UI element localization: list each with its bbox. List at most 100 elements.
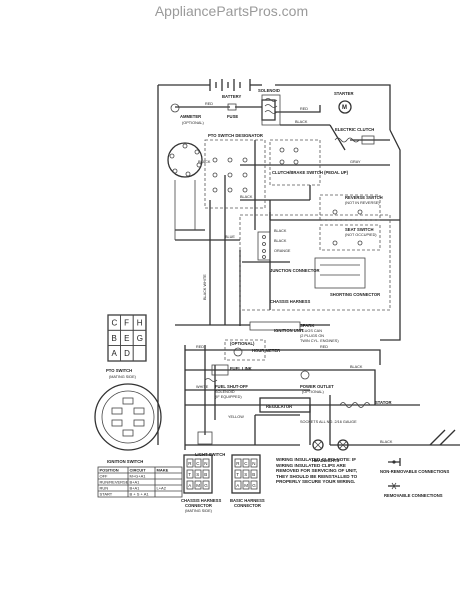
wire-label-red-2: RED — [196, 345, 204, 349]
connector-pin-letter: G — [252, 483, 256, 488]
starter: M STARTER — [334, 91, 353, 114]
connector-pin-letter: M — [196, 483, 200, 488]
power-outlet: POWER OUTLET (OPTIONAL) — [300, 370, 334, 394]
hour-meter-label: HOUR METER — [252, 348, 280, 353]
starter-label: STARTER — [334, 91, 353, 96]
fuel-link-label: FUEL LINK — [230, 366, 252, 371]
site-header: AppliancePartsPros.com — [154, 3, 309, 19]
stator-label: STATOR — [375, 400, 392, 405]
connector-pin — [250, 469, 258, 479]
clutch-brake-switch: CLUTCH/BRAKE SWITCH (PEDAL UP) — [269, 139, 349, 186]
ignition-table-cell: RUN/REVERSE — [100, 480, 129, 485]
pto-grid-letter: A — [112, 349, 118, 358]
wire-label-black-1: BLACK — [295, 120, 308, 124]
pto-grid-letter: C — [112, 319, 118, 328]
pto-grid-cell — [132, 345, 147, 362]
connector-pin-letter: C — [244, 461, 248, 466]
electric-clutch: ELECTRIC CLUTCH — [334, 127, 375, 145]
wire-label-black-4: BLACK — [274, 229, 287, 233]
seat-switch-sub: (NOT OCCUPIED) — [345, 233, 377, 237]
connector-pin-letter: B — [252, 472, 255, 477]
connector-pin — [194, 469, 202, 479]
chassis-conn-label-3: (MATING SIDE) — [185, 509, 213, 513]
ignition-table-frame — [97, 466, 183, 498]
basic-conn-label-2: CONNECTOR — [234, 503, 261, 508]
solenoid: SOLENOID — [258, 88, 281, 126]
ignition-table-cell: OFF — [100, 474, 109, 479]
hour-meter-optional: (OPTIONAL) — [230, 341, 255, 346]
ignition-table-cell: RUN — [100, 486, 109, 491]
hour-meter: (OPTIONAL) HOUR METER — [224, 339, 280, 361]
connector-pin-letter: B — [204, 472, 207, 477]
seat-switch: SEAT SWITCH (NOT OCCUPIED) — [319, 224, 381, 251]
ignition-switch-label: IGNITION SWITCH — [107, 459, 143, 464]
power-outlet-label-2: (OPTIONAL) — [302, 390, 324, 394]
connector-pin — [242, 469, 250, 479]
solenoid-label: SOLENOID — [258, 88, 280, 93]
connector-pin-letter: T — [188, 472, 191, 477]
connector-pin-letter: M — [244, 483, 248, 488]
clutch-brake-label: CLUTCH/BRAKE SWITCH (PEDAL UP) — [272, 170, 349, 175]
ignition-table-cell: L+A2 — [157, 486, 167, 491]
chassis-conn-label-1: CHASSIS HARNESS — [181, 498, 221, 503]
pto-grid-letter: E — [124, 334, 129, 343]
seat-switch-label: SEAT SWITCH — [345, 227, 374, 232]
pto-switch-sub: (MATING SIDE) — [109, 375, 137, 379]
ignition-unit-label: IGNITION UNIT — [274, 328, 304, 333]
ignition-table-cell: B + S + A1 — [130, 492, 150, 497]
connector-pin-letter: R — [188, 461, 192, 466]
pto-designator-label: PTO SWITCH DESIGNATOR — [208, 133, 263, 138]
ignition-table-cell: START — [100, 492, 113, 497]
fuel-shutoff-label-3: (IF EQUIPPED) — [215, 395, 242, 399]
connector-pin — [186, 458, 194, 468]
connector-pin — [242, 458, 250, 468]
battery-label: BATTERY — [222, 94, 242, 99]
battery: BATTERY — [209, 79, 251, 99]
chassis-harness-label: CHASSIS HARNESS — [270, 299, 310, 304]
pto-grid-letter: D — [124, 349, 130, 358]
spark-label-3: (2 PLUGS ON — [300, 334, 324, 338]
svg-text:M: M — [342, 105, 347, 111]
stator: STATOR SOCKETS ALL NO. 2/16 GAUGE — [300, 400, 392, 424]
shorting-connector-label: SHORTING CONNECTOR — [330, 292, 380, 297]
reverse-switch-sub: (NOT IN REVERSE) — [345, 201, 380, 205]
ignition-table-header: POSITION — [100, 468, 119, 473]
ignition-unit: IGNITION UNIT SPARK PLUGS CAN (2 PLUGS O… — [249, 321, 339, 343]
connector-pin-letter: T — [236, 472, 239, 477]
connector-pin — [194, 480, 202, 490]
ammeter: AMMETER (OPTIONAL) — [170, 103, 204, 125]
connector-pin — [234, 469, 242, 479]
wire-label-gray: GRAY — [350, 160, 361, 164]
ammeter-optional: (OPTIONAL) — [182, 121, 204, 125]
ignition-table-cell: M+G+A1 — [130, 474, 147, 479]
connector-pin — [234, 480, 242, 490]
connector-pin — [202, 480, 210, 490]
regulator: REGULATOR — [259, 397, 311, 413]
connector-pin — [242, 480, 250, 490]
headlights-label: HEADLIGHTS — [312, 458, 339, 463]
legend-non-removable: NON-REMOVABLE CONNECTIONS — [380, 469, 449, 474]
connector-pin-letter: S — [196, 472, 199, 477]
connection-legend: NON-REMOVABLE CONNECTIONS REMOVABLE CONN… — [380, 458, 449, 498]
wire-label-black-7: BLACK — [380, 440, 393, 444]
power-outlet-label-1: POWER OUTLET — [300, 384, 334, 389]
reverse-switch: REVERSE SWITCH (NOT IN REVERSE) — [319, 194, 383, 221]
ignition-table-header: CIRCUIT — [130, 468, 147, 473]
ignition-switch-graphic — [94, 383, 162, 451]
fuel-shutoff: FUEL LINK FUEL SHUT-OFF SOLENOID (IF EQU… — [204, 364, 252, 399]
regulator-label: REGULATOR — [266, 404, 292, 409]
connector-pin-letter: N — [204, 461, 207, 466]
connector-pin — [202, 469, 210, 479]
wire-label-white: WHITE — [196, 385, 209, 389]
connector-pin-letter: A — [188, 483, 191, 488]
pto-grid-letter: G — [137, 334, 143, 343]
wire-label-black-3: BLACK — [240, 195, 253, 199]
connector-pin-letter: S — [244, 472, 247, 477]
junction-area: JUNCTION CONNECTOR CHASSIS HARNESS SHORT… — [239, 214, 391, 311]
pto-grid-letter: F — [124, 319, 129, 328]
connector-pin — [186, 480, 194, 490]
pto-switch-designator: PTO SWITCH DESIGNATOR — [204, 133, 266, 209]
socket-note: SOCKETS ALL NO. 2/16 GAUGE — [300, 420, 357, 424]
